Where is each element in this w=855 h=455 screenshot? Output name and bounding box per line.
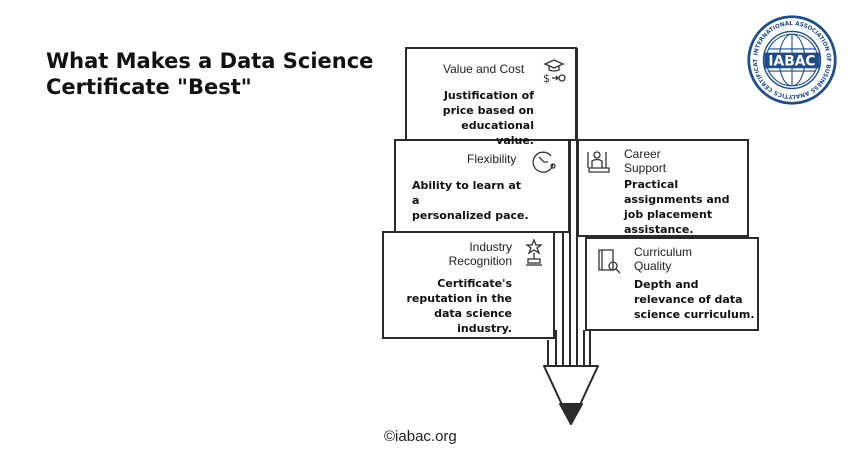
card-industry-recognition-box: [382, 231, 555, 339]
card-industry-recognition-desc: Certificate's reputation in the data sci…: [406, 277, 513, 335]
card-value-cost-desc: Justification of price based on educatio…: [442, 89, 534, 147]
title-line-1: What Makes a Data Science: [46, 49, 374, 73]
clock-arrow-icon: [532, 151, 556, 173]
footer-copyright: ©iabac.org: [384, 428, 457, 445]
trophy-icon: [525, 238, 543, 266]
card-career-support-desc: Practical assignments and job placement …: [624, 178, 730, 236]
card-curriculum-quality-label: Curriculum Quality: [634, 245, 693, 273]
page-title: What Makes a Data Science Certificate "B…: [46, 48, 396, 100]
card-career-support-label: Career Support: [624, 147, 667, 175]
graduation-dollar-icon: $: [543, 59, 566, 84]
card-curriculum-quality-desc: Depth and relevance of data science curr…: [634, 278, 755, 321]
card-curriculum-quality-box: [585, 237, 759, 331]
book-search-icon: [598, 249, 621, 274]
card-flexibility-box: [394, 139, 570, 233]
svg-text:$: $: [543, 72, 550, 84]
card-flexibility-label: Flexibility: [467, 152, 517, 166]
logo-name: IABAC: [768, 54, 815, 70]
title-line-2: Certificate "Best": [46, 75, 252, 99]
card-value-cost-label: Value and Cost: [443, 62, 525, 76]
iabac-logo: INTERNATIONAL ASSOCIATION OF BUSINESS AN…: [746, 14, 837, 105]
card-industry-recognition-label: Industry Recognition: [448, 240, 512, 268]
presenter-icon: [587, 151, 610, 173]
card-flexibility-desc: Ability to learn at a personalized pace.: [412, 179, 529, 222]
